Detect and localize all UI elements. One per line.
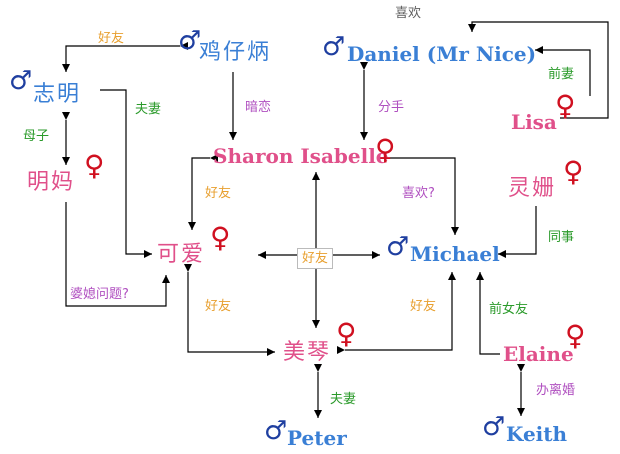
male-symbol-keith: ♂ (482, 412, 506, 442)
relation-elaine-michael: 前女友 (489, 302, 529, 317)
line-keai-meiqin (184, 264, 275, 356)
male-symbol-peter: ♂ (264, 416, 288, 446)
person-keith: Keith (506, 422, 568, 446)
relation-mingma-keai: 婆媳问题? (70, 287, 129, 302)
person-elaine: Elaine (503, 342, 574, 366)
female-symbol-lisa: ♀ (555, 89, 576, 122)
person-meiqin: 美琴 (283, 340, 332, 365)
person-mingma: 明妈 (27, 170, 76, 195)
person-michael: Michael (410, 242, 500, 266)
relation-lingshan-michael: 同事 (548, 230, 575, 245)
line-lisa-daniel (535, 46, 591, 96)
line-sharon-michael (380, 157, 459, 235)
female-symbol-mingma: ♀ (84, 149, 105, 182)
line-lisa-daniel-top (468, 21, 609, 119)
person-zhiming: 志明 (33, 82, 82, 107)
male-symbol-zhiming: ♂ (9, 66, 33, 96)
relation-sharon-michael: 喜欢? (402, 186, 435, 201)
person-lisa: Lisa (511, 110, 557, 134)
relation-zhiming-chicken: 好友 (98, 31, 125, 46)
male-symbol-daniel: ♂ (322, 32, 346, 62)
female-symbol-keai: ♀ (210, 221, 231, 254)
line-mingma-keai (65, 202, 170, 307)
line-chicken-zhiming (62, 42, 188, 72)
relation-meiqin-peter: 夫妻 (330, 392, 357, 407)
female-symbol-sharon: ♀ (375, 133, 396, 166)
female-symbol-lingshan: ♀ (563, 155, 584, 188)
relation-chicken-sharon: 暗恋 (245, 100, 272, 115)
person-peter: Peter (287, 426, 347, 450)
relation-keai-meiqin: 好友 (205, 299, 232, 314)
relation-sharon-keai: 好友 (205, 186, 232, 201)
line-meiqin-michael (337, 272, 456, 354)
relation-lisa-daniel: 前妻 (548, 67, 575, 82)
relation-center: 好友 (297, 248, 334, 269)
person-daniel: Daniel (Mr Nice) (347, 42, 537, 66)
male-symbol-chicken: ♂ (178, 26, 202, 56)
line-elaine-michael (476, 272, 500, 355)
female-symbol-meiqin: ♀ (336, 317, 357, 350)
relation-daniel-sharon: 分手 (378, 100, 405, 115)
person-chicken: 鸡仔炳 (199, 40, 272, 65)
person-lingshan: 灵姗 (508, 176, 557, 201)
person-sharon: Sharon Isabelle (213, 144, 389, 168)
relation-lisa-chicken: 喜欢 (395, 6, 422, 21)
relation-meiqin-michael: 好友 (410, 299, 437, 314)
relation-zhiming-mingma: 母子 (23, 129, 50, 144)
line-sharon-keai (188, 154, 218, 230)
line-lingshan-michael (498, 206, 537, 258)
relation-elaine-keith: 办离婚 (536, 383, 576, 398)
line-zhiming-keai (100, 89, 152, 258)
female-symbol-elaine: ♀ (565, 319, 586, 352)
male-symbol-michael: ♂ (386, 232, 410, 262)
relation-zhiming-keai: 夫妻 (135, 102, 162, 117)
person-keai: 可爱 (157, 242, 206, 267)
